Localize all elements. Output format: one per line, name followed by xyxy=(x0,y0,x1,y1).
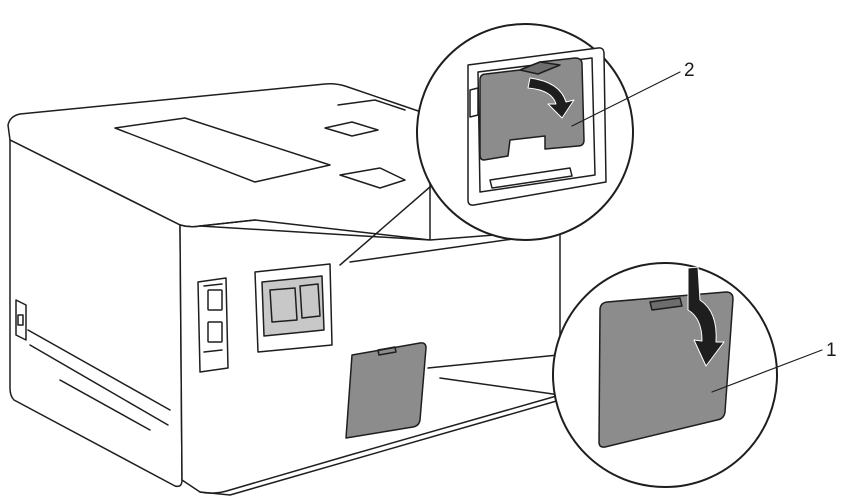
zoom-guide-bottom-1 xyxy=(427,354,559,369)
side-cover-small xyxy=(345,342,427,439)
slot-cover-large xyxy=(479,57,585,161)
tray-ridge xyxy=(337,99,406,189)
left-side-base xyxy=(27,329,171,431)
slot-cover-tab xyxy=(519,61,561,75)
zoom-circle-slot xyxy=(416,23,681,241)
tray-slot xyxy=(324,121,379,137)
callout-number-2: 2 xyxy=(684,60,695,81)
printer-left-face xyxy=(9,139,183,488)
callout-number-1: 1 xyxy=(826,340,837,361)
leader-line-1 xyxy=(711,349,823,393)
memory-slot-small xyxy=(254,263,333,353)
slot-detail-small xyxy=(269,283,321,323)
open-arrow-2 xyxy=(527,77,575,119)
leader-line-2 xyxy=(571,71,681,127)
interface-panel xyxy=(197,277,229,373)
slot-bottom-rail xyxy=(489,167,573,189)
left-port xyxy=(15,299,27,341)
side-cover-large xyxy=(598,291,734,448)
left-port-slot xyxy=(17,314,24,326)
panel-inner xyxy=(203,283,223,353)
side-cover-large-tab xyxy=(649,297,683,311)
printer-bottom-edge xyxy=(199,399,561,496)
zoom-guide-bottom-2 xyxy=(439,377,561,396)
zoom-guide-top-2 xyxy=(349,237,521,263)
push-arrow-1 xyxy=(687,266,725,367)
slot-cover-hinge xyxy=(469,87,479,118)
usb-port xyxy=(207,289,223,311)
zoom-circle-cover xyxy=(552,262,823,488)
side-cover-small-tab xyxy=(377,346,397,356)
output-tray xyxy=(114,117,331,183)
zoom-guide-top-1 xyxy=(339,179,439,266)
zoom-guides xyxy=(339,179,561,396)
lan-port xyxy=(207,321,223,343)
